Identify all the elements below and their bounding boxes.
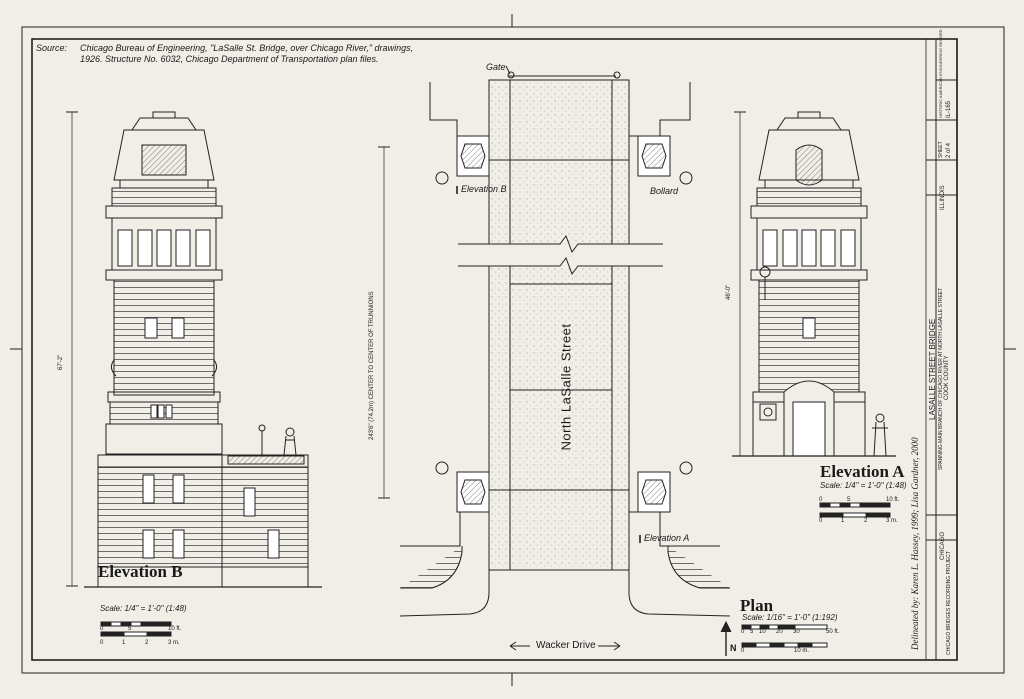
survey-label: HISTORIC AMERICAN ENGINEERING RECORD	[938, 29, 943, 118]
state-label: ILLINOIS	[940, 185, 946, 210]
scale-bar-a	[819, 502, 891, 518]
sheet-label: SHEET	[938, 141, 944, 158]
elev-a-ft-tick-5: 5	[847, 497, 851, 503]
elevation-a-tower	[732, 111, 896, 457]
elevation-a-height-dim: 46'-0"	[726, 284, 732, 300]
north-label: N	[730, 643, 737, 653]
street-label: North LaSalle Street	[558, 323, 574, 451]
scale-bar-b	[100, 621, 172, 637]
gate-label: Gate	[486, 62, 506, 72]
elev-a-ft-tick-10: 10 ft.	[886, 497, 900, 503]
plan-ft-tick-10: 10	[759, 629, 766, 635]
source-line-1: Chicago Bureau of Engineering, "LaSalle …	[80, 43, 414, 53]
plan-ft-tick-5: 5	[750, 629, 754, 635]
project-label: CHICAGO BRIDGES RECORDING PROJECT	[946, 551, 952, 655]
plan-ft-tick-50: 50 ft.	[826, 629, 840, 635]
span-dimension: 243'6" (74.2m) CENTER TO CENTER OF TRUNN…	[369, 291, 375, 440]
elevation-b-tower	[66, 111, 322, 588]
elev-b-ft-tick-0: 0	[100, 626, 104, 632]
plan-m-tick-10: 10 m.	[794, 648, 810, 654]
county-label: COOK COUNTY	[944, 355, 950, 400]
cross-street-label: Wacker Drive	[536, 640, 596, 651]
elevation-a-scale: Scale: 1/4" = 1'-0" (1:48)	[820, 481, 907, 490]
bridge-name: LASALLE STREET BRIDGE	[928, 318, 937, 420]
elev-a-ft-tick-0: 0	[819, 497, 823, 503]
plan-elevation-a-ref: Elevation A	[644, 533, 690, 543]
elev-a-m-tick-3: 3 m.	[886, 518, 898, 524]
plan-drawing	[378, 65, 732, 656]
elev-a-m-tick-2: 2	[864, 518, 868, 524]
plan-scale: Scale: 1/16" = 1'-0" (1:192)	[742, 613, 838, 622]
plan-ft-tick-20: 20	[776, 629, 783, 635]
elev-b-m-tick-1: 1	[122, 640, 126, 646]
plan-title: Plan	[740, 596, 774, 615]
sheet-number: 2 of 4	[946, 142, 952, 158]
survey-number: IL-165	[946, 100, 952, 118]
elev-b-m-tick-0: 0	[100, 640, 104, 646]
source-note: Source: Chicago Bureau of Engineering, "L…	[36, 43, 436, 65]
elevation-b-height-dim: 67'-2"	[58, 354, 64, 370]
plan-ft-tick-30: 30	[793, 629, 800, 635]
elev-b-ft-tick-10: 10 ft.	[168, 626, 182, 632]
elevation-b-title: Elevation B	[98, 562, 183, 581]
elev-b-ft-tick-5: 5	[128, 626, 132, 632]
bollard-label: Bollard	[650, 186, 679, 196]
elev-a-m-tick-0: 0	[819, 518, 823, 524]
elev-a-m-tick-1: 1	[841, 518, 845, 524]
plan-m-tick-0: 0	[741, 648, 745, 654]
outer-border	[21, 26, 1005, 674]
elev-b-m-tick-3: 3 m.	[168, 640, 180, 646]
elevation-a-title: Elevation A	[820, 462, 905, 481]
plan-elevation-b-ref: Elevation B	[461, 184, 507, 194]
source-label: Source:	[36, 43, 68, 53]
elevation-b-scale: Scale: 1/4" = 1'-0" (1:48)	[100, 604, 187, 613]
elev-b-m-tick-2: 2	[145, 640, 149, 646]
source-line-2: 1926. Structure No. 6032, Chicago Depart…	[80, 54, 379, 64]
plan-ft-tick-0: 0	[741, 629, 745, 635]
scale-bar-plan	[741, 624, 828, 648]
delineator-credit: Delineated by: Karen L. Hassey, 1999; Li…	[910, 437, 920, 650]
